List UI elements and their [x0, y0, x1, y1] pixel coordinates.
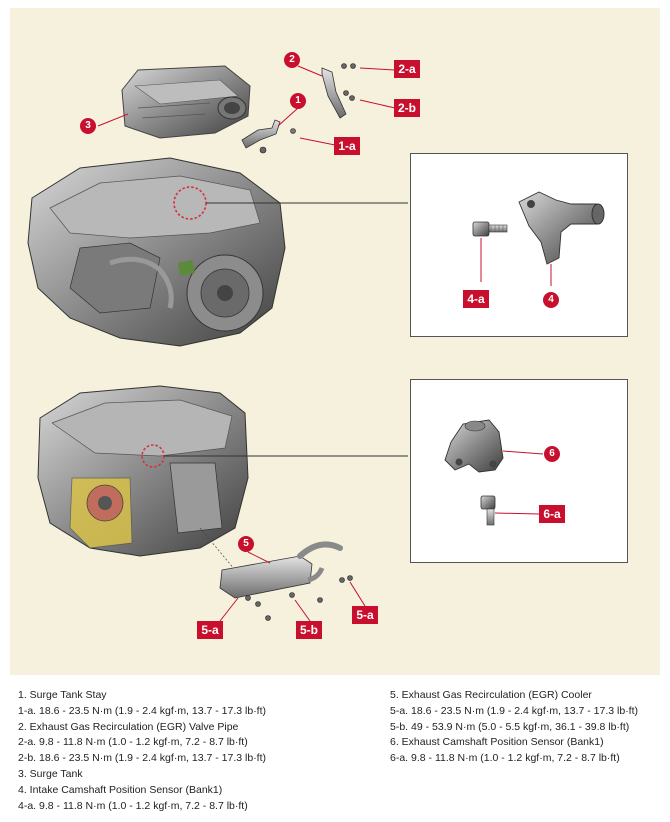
callout-4a: 4-a: [463, 290, 489, 308]
callout-2b: 2-b: [394, 99, 420, 117]
legend-item: 5-a. 18.6 - 23.5 N·m (1.9 - 2.4 kgf·m, 1…: [390, 704, 639, 717]
callout-3: 3: [80, 118, 96, 134]
upper-engine-assembly: [27, 157, 408, 347]
callout-4: 4: [543, 292, 559, 308]
callout-2a: 2-a: [394, 60, 420, 78]
callout-6: 6: [544, 446, 560, 462]
callout-6a: 6-a: [539, 505, 565, 523]
leader-lines: [97, 65, 396, 622]
legend-item: 4. Intake Camshaft Position Sensor (Bank…: [18, 783, 223, 796]
legend-item: 3. Surge Tank: [18, 767, 83, 780]
bolt-6a-part: [480, 495, 496, 526]
legend-item: 2. Exhaust Gas Recirculation (EGR) Valve…: [18, 720, 239, 733]
bolt-4a-part: [472, 221, 508, 237]
legend-item: 1. Surge Tank Stay: [18, 689, 107, 701]
legend-item: 2-a. 9.8 - 11.8 N·m (1.0 - 1.2 kgf·m, 7.…: [18, 736, 248, 749]
inset-exhaust-artwork: [444, 419, 544, 526]
inset-intake-cam-sensor: 4-a 4: [410, 153, 628, 337]
exhaust-cam-sensor-part: [444, 419, 504, 473]
inset-intake-artwork: [472, 191, 605, 286]
legend-column-right: 5. Exhaust Gas Recirculation (EGR) Coole…: [390, 688, 638, 767]
callout-5: 5: [238, 536, 254, 552]
legend-item: 6-a. 9.8 - 11.8 N·m (1.0 - 1.2 kgf·m, 7.…: [390, 752, 620, 765]
legend-item: 5. Exhaust Gas Recirculation (EGR) Coole…: [390, 689, 592, 701]
callout-5a-left: 5-a: [197, 621, 223, 639]
callout-5a-right: 5-a: [352, 606, 378, 624]
callout-1a: 1-a: [334, 137, 360, 155]
lower-engine-assembly: [37, 385, 408, 589]
legend-item: 4-a. 9.8 - 11.8 N·m (1.0 - 1.2 kgf·m, 7.…: [18, 799, 248, 812]
intake-cam-sensor-part: [518, 191, 605, 265]
inset-exhaust-cam-sensor: 6 6-a: [410, 379, 628, 563]
legend-item: 1-a. 18.6 - 23.5 N·m (1.9 - 2.4 kgf·m, 1…: [18, 704, 267, 717]
callout-1: 1: [290, 93, 306, 109]
legend-item: 6. Exhaust Camshaft Position Sensor (Ban…: [390, 736, 604, 749]
legend-column-left: 1. Surge Tank Stay 1-a. 18.6 - 23.5 N·m …: [18, 688, 266, 814]
exploded-diagram: 4-a 4 6 6-a 3 1 1-a 2 2-a 2-b 5 5-a 5-b …: [10, 8, 660, 675]
callout-5b: 5-b: [296, 621, 322, 639]
surge-tank-stay-part: [241, 119, 296, 154]
legend-item: 5-b. 49 - 53.9 N·m (5.0 - 5.5 kgf·m, 36.…: [390, 720, 630, 733]
egr-valve-pipe-part: [321, 63, 356, 119]
legend-item: 2-b. 18.6 - 23.5 N·m (1.9 - 2.4 kgf·m, 1…: [18, 752, 267, 765]
egr-cooler-part: [219, 541, 353, 621]
callout-2: 2: [284, 52, 300, 68]
diagram-artwork: [27, 63, 408, 622]
surge-tank-part: [121, 65, 251, 139]
